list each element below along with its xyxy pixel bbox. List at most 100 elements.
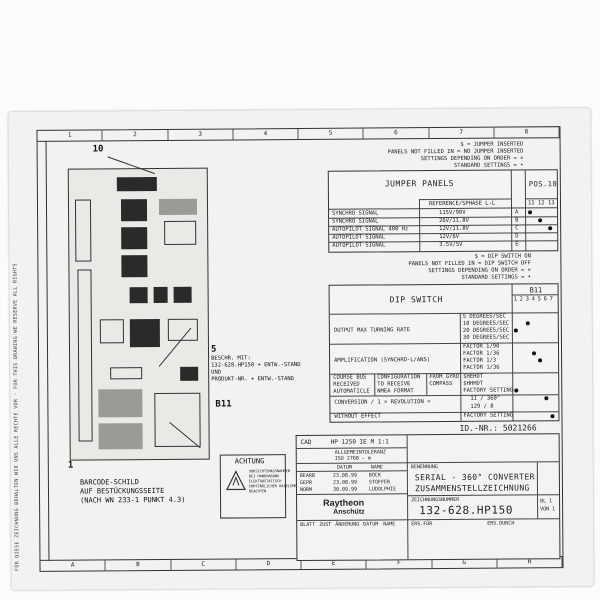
- ruler-mark: 2: [102, 129, 169, 141]
- setting-dot: [538, 218, 543, 223]
- setting-dot: [544, 396, 549, 401]
- jumper-row-label: AUTOPILOT SIGNAL 400 Hz: [332, 226, 409, 233]
- id-number: ID.-NR.: 5021266: [459, 423, 537, 433]
- component: [164, 220, 197, 245]
- ruler-mark: 4: [233, 129, 299, 140]
- role: GEPR: [299, 479, 313, 487]
- jumper-row-label: AUTOPILOT SIGNAL: [332, 234, 386, 241]
- dip-legend: $ = DIP SWITCH ON PANELS NOT FILLED IN =…: [408, 253, 531, 282]
- component: [121, 255, 148, 278]
- ruler-mark: 8: [494, 127, 560, 138]
- setting-dot: [528, 210, 533, 215]
- amplification-row: FACTOR 1/36: [463, 364, 500, 371]
- grid-line: [297, 493, 408, 496]
- output-rate-row: 20 DEGREES/SEC: [462, 327, 510, 334]
- component-label-plate: [110, 367, 143, 380]
- callout-5-line: PRODUKT-NR. + ENTW.-STAND: [211, 376, 295, 383]
- tolerance: ALLGEMEINTOLERANZ ISO 2768 - m: [335, 449, 386, 461]
- component: [129, 287, 148, 304]
- conversion-label: CONVERSION / 1 × REVOLUTION =: [334, 399, 431, 406]
- component: [121, 227, 148, 250]
- ruler-mark: 5: [298, 128, 364, 140]
- grid-line: [524, 170, 527, 251]
- jumper-row-value: 12V/6V: [439, 233, 460, 241]
- jumper-row-code: D: [515, 233, 519, 240]
- grid-line: [536, 462, 539, 519]
- drawing-sheet: 1 2 3 4 5 6 7 8 A B C D E F G H FÜR DIES…: [8, 107, 594, 591]
- setting-dot: [532, 351, 537, 356]
- setting-dot: [550, 414, 555, 419]
- jumper-row-label: SYNCHRO SIGNAL: [332, 218, 379, 225]
- connector-block: [116, 177, 157, 192]
- ruler-mark: 6: [363, 128, 430, 139]
- title-block: CAD HP 1250 IE M 1:1 ALLGEMEINTOLERANZ I…: [295, 433, 561, 562]
- copyright-side-note: FÜR DIESE ZEICHNUNG BEHALTEN WIR UNS ALL…: [12, 263, 21, 572]
- drawing-title: SERIAL - 360° CONVERTER: [414, 472, 535, 483]
- drawing-number: 132-628.HP150: [419, 503, 514, 518]
- pcb-board: [67, 167, 210, 461]
- pos-col: 13: [547, 200, 555, 207]
- drawing-subtitle: ZUSAMMENSTELLZEICHNUNG: [414, 483, 530, 494]
- gyro-values: $HEHDT $HHHDT: [463, 374, 483, 388]
- cad-scale: M 1:1: [370, 438, 389, 446]
- footer-field: BLATT: [300, 521, 316, 529]
- grid-line: [426, 373, 428, 396]
- setting-dot: [514, 388, 519, 393]
- callout-5-line: 132-628.HP150 + ENTW.-STAND: [211, 362, 301, 369]
- grid-line: [459, 312, 462, 421]
- component: [98, 423, 143, 450]
- setting-dot: [538, 358, 543, 363]
- output-rate-row: 5 DEGREES/SEC: [462, 313, 506, 320]
- jumper-panels-table: JUMPER PANELS POS.10 11 12 13 REFERENCE/…: [327, 169, 559, 253]
- setting-dot: [548, 226, 553, 231]
- jumper-row-value: 115V/90V: [439, 209, 466, 217]
- jumper-table-title: JUMPER PANELS: [384, 178, 455, 189]
- date: 23.08.99: [332, 479, 358, 486]
- dip-col: 3: [525, 296, 529, 303]
- configuration-label: CONFIGURATION TO RECEIVE NMEA FORMAT: [377, 374, 420, 395]
- component: [120, 199, 148, 222]
- cad-label: CAD: [300, 438, 312, 447]
- ruler-left: [37, 140, 50, 561]
- dip-col: 7: [549, 296, 553, 303]
- b11-header: B11: [529, 286, 543, 295]
- footer-field: ERS.DURCH: [487, 520, 515, 527]
- grid-line: [329, 342, 558, 345]
- ruler-mark: 7: [428, 127, 495, 139]
- pos10-header: POS.10: [528, 180, 558, 189]
- grid-line: [406, 435, 409, 560]
- component: [98, 389, 143, 418]
- component: [154, 392, 201, 448]
- connector-strip: [74, 199, 92, 262]
- pos-col: 11: [527, 200, 535, 207]
- grid-line: [511, 284, 514, 421]
- role: NORM: [299, 486, 313, 494]
- name: BOCK: [368, 472, 381, 479]
- zeichnungsnummer-label: ZEICHNUNGSNUMMER: [411, 496, 460, 504]
- amplification-row: FACTOR 1/36: [463, 350, 500, 357]
- output-rate-label: OUTPUT MAX TURNING RATE: [333, 327, 411, 334]
- pos-col: 12: [537, 200, 545, 207]
- drawing-frame: 1 2 3 4 5 6 7 8 A B C D E F G H FÜR DIES…: [12, 126, 564, 572]
- factory-setting: FACTORY SETTING: [463, 387, 513, 394]
- from-gyro-line: COMPASS: [429, 380, 453, 388]
- setting-dot: [525, 321, 530, 326]
- dip-switch-b11: [180, 366, 199, 381]
- amplification-row: FACTOR 1/90: [462, 343, 500, 350]
- esd-warning-box: ACHTUNG VORSICHTSMASSNAHMEN BEI HANDHABU…: [219, 454, 303, 519]
- ruler-mark: B: [105, 559, 172, 571]
- dip-col: 5: [537, 296, 541, 303]
- date: 23.08.99: [332, 472, 357, 479]
- callout-5-text: BESCHR. MIT: 132-628.HP150 + ENTW.-STAND…: [211, 355, 301, 384]
- name: STOFFER: [368, 479, 391, 486]
- achtung-title: ACHTUNG: [234, 457, 265, 466]
- ruler-top: 1 2 3 4 5 6 7 8: [37, 127, 560, 142]
- sheet-total: VON 1: [540, 506, 556, 513]
- barcode-line: (NACH WN 233-1 PUNKT 4.3): [80, 495, 186, 505]
- jumper-row-value: 26V/11.8V: [439, 217, 469, 225]
- jumper-row-value: 12V/11.8V: [439, 225, 469, 233]
- output-rate-row: 10 DEGREES/SEC: [462, 320, 510, 327]
- jumper-row-value: 3.5V/5V: [439, 241, 463, 249]
- without-effect: WITHOUT EFFECT: [334, 413, 381, 420]
- dip-col: 1: [513, 296, 517, 303]
